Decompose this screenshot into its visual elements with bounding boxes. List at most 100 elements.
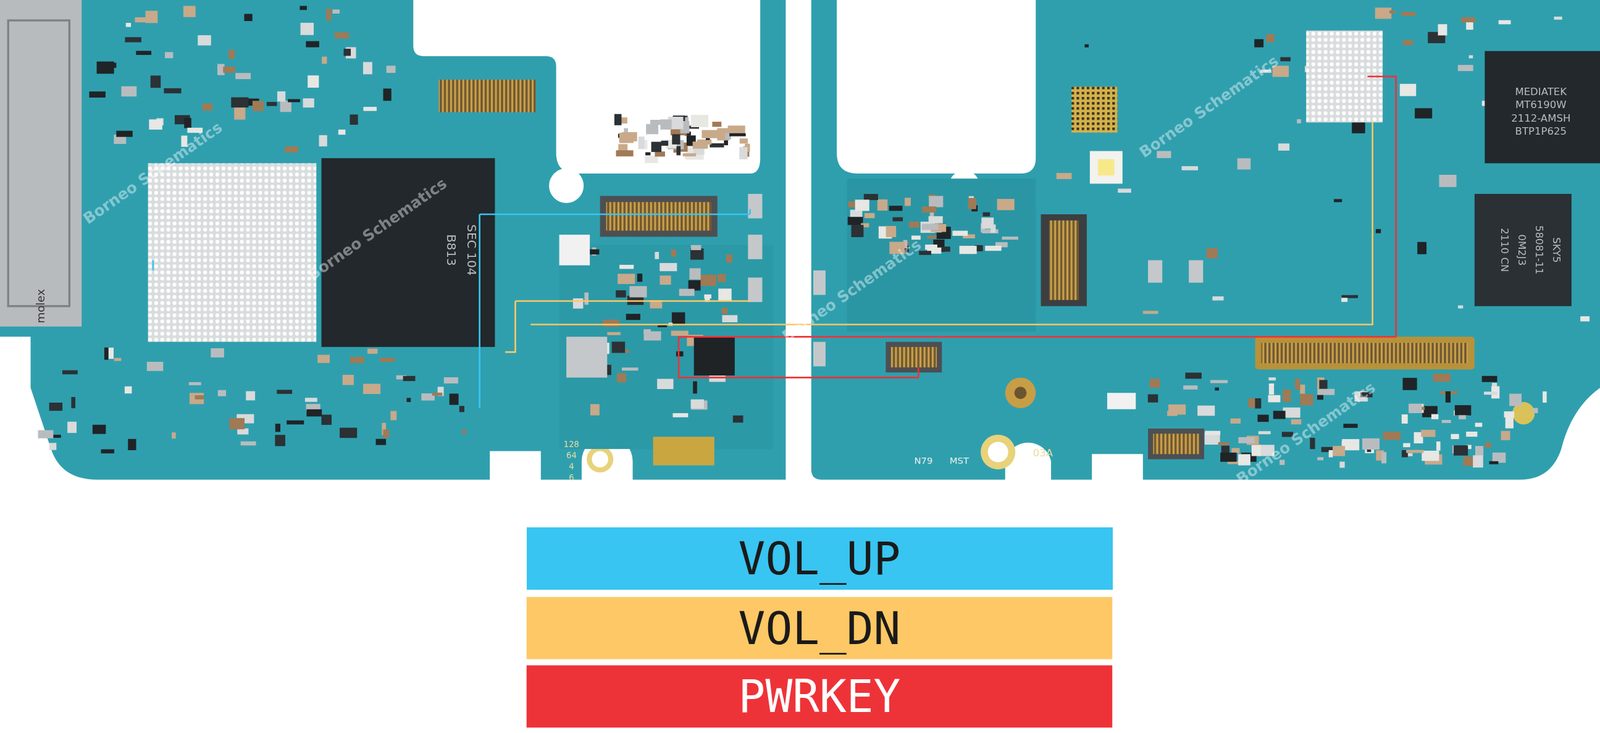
smd-part <box>1465 431 1478 437</box>
smd-part <box>699 274 717 286</box>
smd-part <box>317 355 330 364</box>
smd-part <box>1403 377 1418 391</box>
connector <box>1255 336 1475 370</box>
smd-part <box>1147 394 1159 403</box>
smd-part <box>1375 229 1381 234</box>
smd-part <box>1299 384 1305 394</box>
smd-part <box>1269 383 1274 395</box>
smd-part <box>376 439 387 446</box>
smd-part <box>124 386 133 394</box>
smd-part <box>1505 416 1514 428</box>
traces <box>153 76 1397 409</box>
smd-part <box>621 367 638 371</box>
smd-part <box>728 125 746 136</box>
smd-part <box>124 37 141 42</box>
smd-part <box>1214 387 1219 391</box>
smd-part <box>1197 405 1215 417</box>
sim-tray <box>8 20 70 307</box>
smd-part <box>659 263 677 272</box>
smd-part <box>718 288 732 301</box>
smd-part <box>334 32 349 39</box>
smd-part <box>721 314 738 323</box>
connector <box>439 79 537 113</box>
smd-part <box>121 86 137 97</box>
smd-part <box>382 429 390 438</box>
smd-part <box>657 379 674 390</box>
smd-part <box>863 193 879 201</box>
smd-part <box>717 274 726 283</box>
ground-plane <box>559 245 774 450</box>
smd-part <box>343 48 351 57</box>
silkscreen-text: 128 <box>563 440 580 449</box>
smd-part <box>928 216 943 224</box>
smd-part <box>202 103 214 112</box>
smd-part <box>1554 16 1563 20</box>
smd-part <box>1485 442 1492 448</box>
part <box>559 234 591 266</box>
smd-part <box>1206 248 1218 259</box>
smd-part <box>104 347 109 361</box>
smd-part <box>692 381 698 394</box>
smd-part <box>729 133 746 137</box>
notch <box>548 168 584 204</box>
smd-part <box>851 224 864 238</box>
smd-part <box>386 65 396 73</box>
smd-part <box>1328 450 1334 458</box>
smd-part <box>1489 461 1499 465</box>
smd-part <box>1273 410 1286 419</box>
smd-part <box>629 285 647 298</box>
smd-part <box>300 22 314 36</box>
smd-part <box>981 217 994 229</box>
smd-part <box>230 97 249 109</box>
smd-part <box>1414 108 1433 119</box>
smd-part <box>303 98 315 108</box>
smd-part <box>92 424 106 435</box>
ground-plane <box>847 178 1037 332</box>
smd-part <box>926 235 937 239</box>
smd-part <box>1251 444 1261 456</box>
silkscreen-text: 03A <box>1033 447 1053 459</box>
rf-chip <box>1474 193 1572 307</box>
smd-part <box>96 61 115 75</box>
silkscreen-text: MT6190W <box>1515 100 1567 111</box>
smd-part <box>889 205 903 211</box>
smd-part <box>1341 295 1358 299</box>
smd-part <box>432 392 443 396</box>
led <box>1089 151 1123 185</box>
smd-part <box>184 117 192 129</box>
smd-part <box>654 151 666 157</box>
modem-chip <box>1484 51 1600 164</box>
smd-part <box>222 66 236 73</box>
smd-part <box>1445 391 1451 403</box>
smd-part <box>968 198 977 210</box>
smd-part <box>299 6 307 11</box>
smd-part <box>1317 389 1335 396</box>
smd-part <box>349 114 358 125</box>
smd-part <box>217 390 227 397</box>
legend-swatch: VOL_UP <box>526 527 1113 590</box>
smd-part <box>197 35 211 46</box>
smd-part <box>1268 395 1281 403</box>
smd-part <box>637 273 643 282</box>
silkscreen-text: 64 <box>566 452 577 461</box>
shield-part <box>566 336 608 378</box>
smd-part <box>245 390 256 401</box>
smd-part <box>234 107 246 120</box>
smd-part <box>1254 398 1261 409</box>
smd-part <box>1238 437 1255 444</box>
smd-part <box>1343 423 1358 428</box>
silkscreen-text: B813 <box>444 234 457 266</box>
mount-hole <box>586 445 614 473</box>
smd-part <box>1084 44 1089 48</box>
smd-part <box>1482 376 1498 383</box>
smd-part <box>645 124 659 135</box>
smd-part <box>1351 121 1365 134</box>
smd-part <box>171 432 176 439</box>
gold-pad <box>653 436 715 465</box>
smd-part <box>1431 414 1439 420</box>
mount-hole <box>980 434 1016 470</box>
smd-part <box>1483 391 1497 395</box>
smd-part <box>638 136 645 149</box>
smd-part <box>1403 40 1414 46</box>
led <box>1097 159 1115 176</box>
